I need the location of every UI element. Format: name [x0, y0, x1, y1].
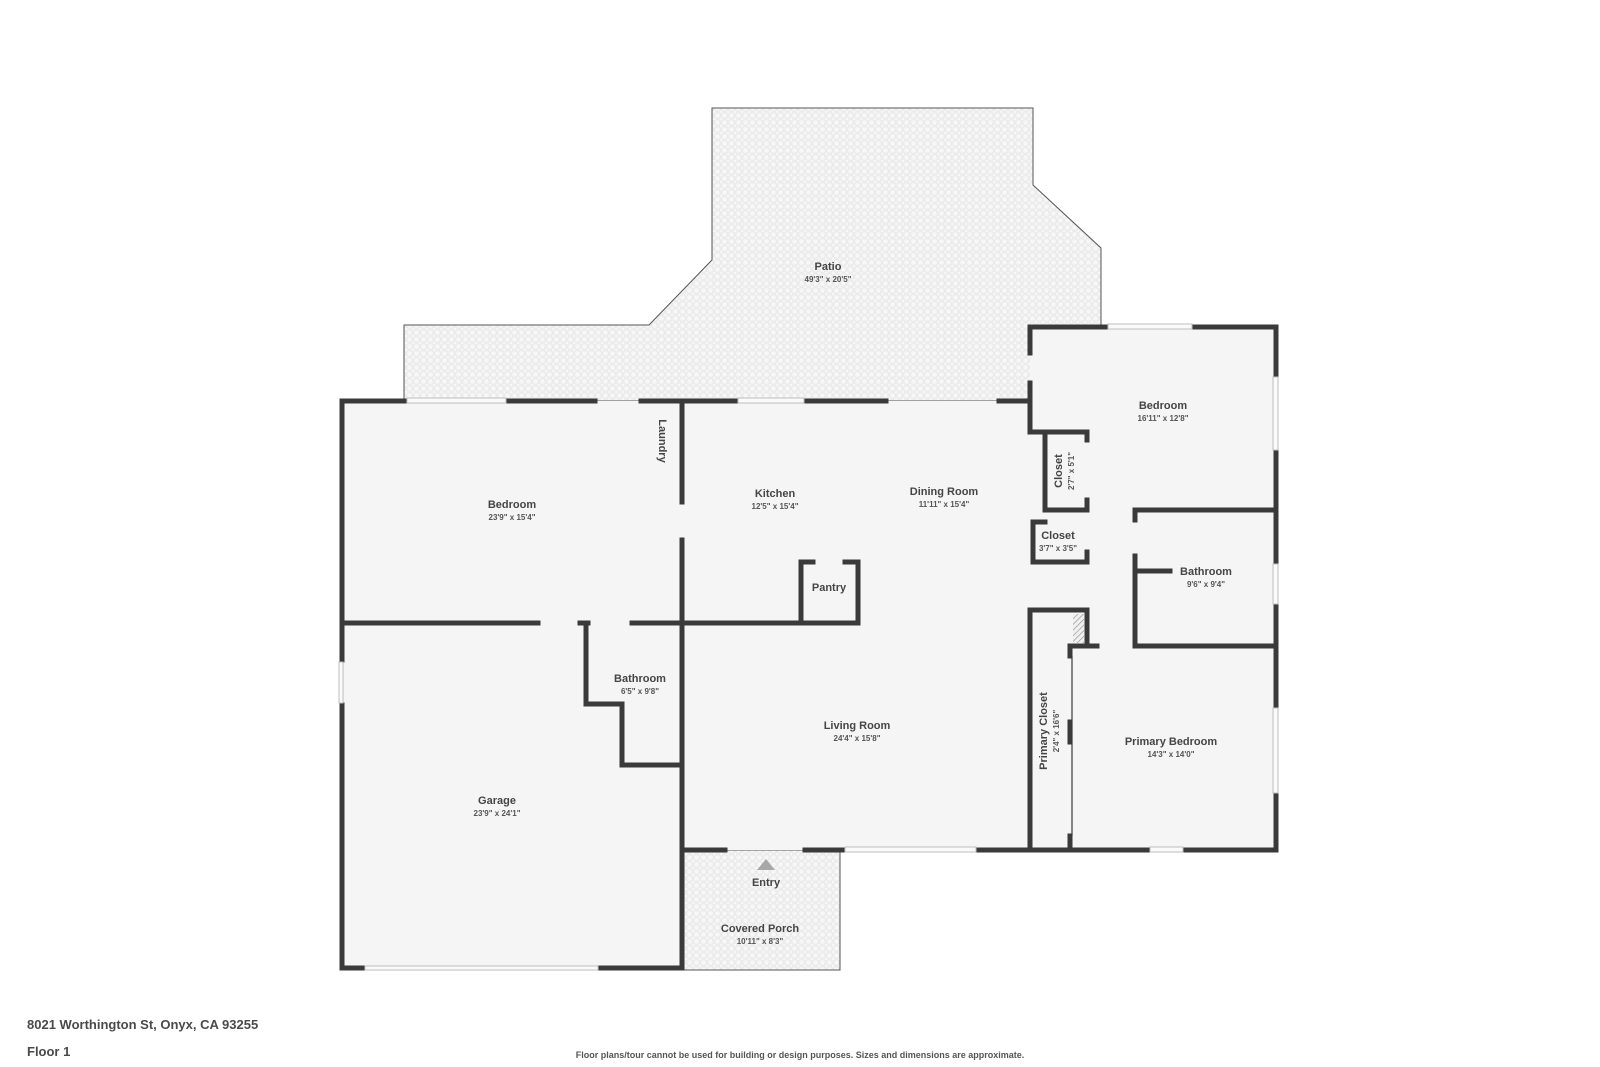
dining-room-label: Dining Room [910, 486, 979, 498]
pantry-label: Pantry [812, 582, 847, 594]
covered-porch-dims: 10'11" x 8'3" [737, 937, 784, 946]
covered-porch-label: Covered Porch [721, 923, 800, 935]
living-room-label: Living Room [824, 720, 891, 732]
exterior-walls [339, 324, 1279, 971]
bedroom-west-dims: 23'9" x 15'4" [489, 513, 536, 522]
living-room-dims: 24'4" x 15'8" [834, 734, 881, 743]
interior-walls [339, 429, 1279, 853]
patio-dims: 49'3" x 20'5" [805, 275, 852, 284]
bathroom-west-label: Bathroom [614, 673, 666, 685]
primary-closet-label: Primary Closet [1038, 692, 1050, 770]
closet-2-label: Closet [1041, 530, 1075, 542]
closet-1-label: Closet [1053, 454, 1065, 488]
garage-label: Garage [478, 795, 516, 807]
closet-1-dims: 2'7" x 5'1" [1067, 452, 1076, 490]
patio-label: Patio [815, 261, 842, 273]
primary-bedroom-dims: 14'3" x 14'0" [1148, 750, 1195, 759]
room-fills [342, 327, 1276, 968]
property-address: 8021 Worthington St, Onyx, CA 93255 [27, 1017, 259, 1032]
bedroom-east-label: Bedroom [1139, 400, 1188, 412]
hatched-fixture [1073, 614, 1084, 643]
bedroom-east-dims: 16'11" x 12'8" [1138, 414, 1189, 423]
closet-2-dims: 3'7" x 3'5" [1039, 544, 1077, 553]
entry-label: Entry [752, 877, 781, 889]
bathroom-west-dims: 6'5" x 9'8" [621, 687, 659, 696]
laundry-label: Laundry [656, 419, 668, 463]
bathroom-east-label: Bathroom [1180, 566, 1232, 578]
windows [338, 323, 1279, 971]
room-labels: Patio 49'3" x 20'5" Bedroom 23'9" x 15'4… [474, 261, 1233, 946]
kitchen-dims: 12'5" x 15'4" [752, 502, 799, 511]
kitchen-label: Kitchen [755, 488, 796, 500]
disclaimer: Floor plans/tour cannot be used for buil… [575, 1050, 1025, 1060]
primary-closet-dims: 2'4" x 16'6" [1052, 710, 1061, 753]
entry-arrow-icon [757, 859, 775, 870]
primary-bedroom-label: Primary Bedroom [1125, 736, 1218, 748]
bedroom-west-label: Bedroom [488, 499, 537, 511]
floor-label: Floor 1 [27, 1044, 71, 1059]
bathroom-east-dims: 9'6" x 9'4" [1187, 580, 1225, 589]
dining-room-dims: 11'11" x 15'4" [919, 500, 970, 509]
garage-dims: 23'9" x 24'1" [474, 809, 521, 818]
patio [403, 107, 1102, 402]
